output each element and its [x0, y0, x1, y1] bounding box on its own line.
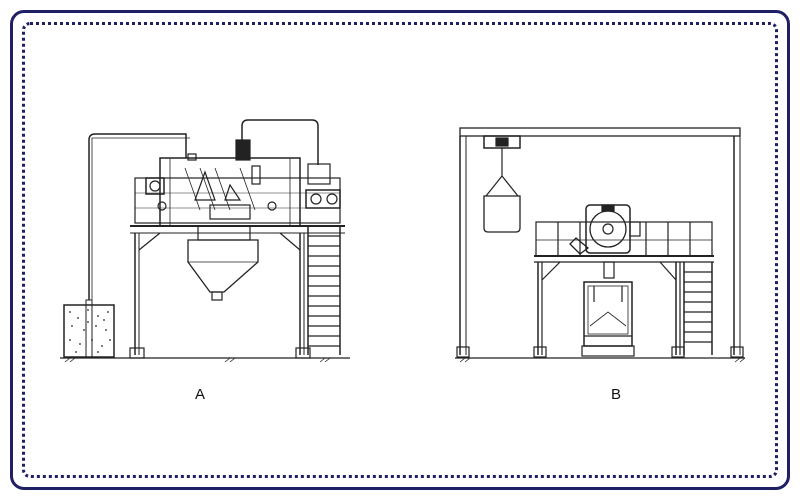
discharge-hopper: [187, 225, 259, 301]
gear-motor: [305, 189, 341, 209]
mixer-b: [535, 204, 713, 257]
bulk-bag: [483, 195, 521, 233]
diagram-b: [455, 127, 746, 363]
motor-left: [145, 177, 165, 195]
outer-frame: [10, 10, 790, 490]
powder-dots: [69, 309, 111, 353]
label-b: B: [610, 386, 621, 403]
staircase-a: [307, 226, 341, 355]
ibc-container: [581, 261, 635, 357]
feed-container: [63, 299, 115, 359]
ribbon-blender: [134, 139, 341, 227]
label-a: A: [194, 386, 205, 403]
dotted-inner-frame: [22, 22, 778, 478]
electric-hoist: [483, 135, 521, 197]
diagram-a: [60, 119, 350, 363]
platform-b: [533, 255, 714, 358]
ground-hatch-b: [459, 357, 746, 363]
ground-hatch-a: [64, 357, 331, 363]
conveying-pipe-left: [88, 133, 187, 300]
drive-unit: [307, 163, 331, 185]
conveying-pipe-right: [241, 119, 319, 165]
gantry-frame: [456, 127, 744, 358]
staircase-b: [683, 262, 713, 355]
dust-filter: [235, 139, 251, 161]
